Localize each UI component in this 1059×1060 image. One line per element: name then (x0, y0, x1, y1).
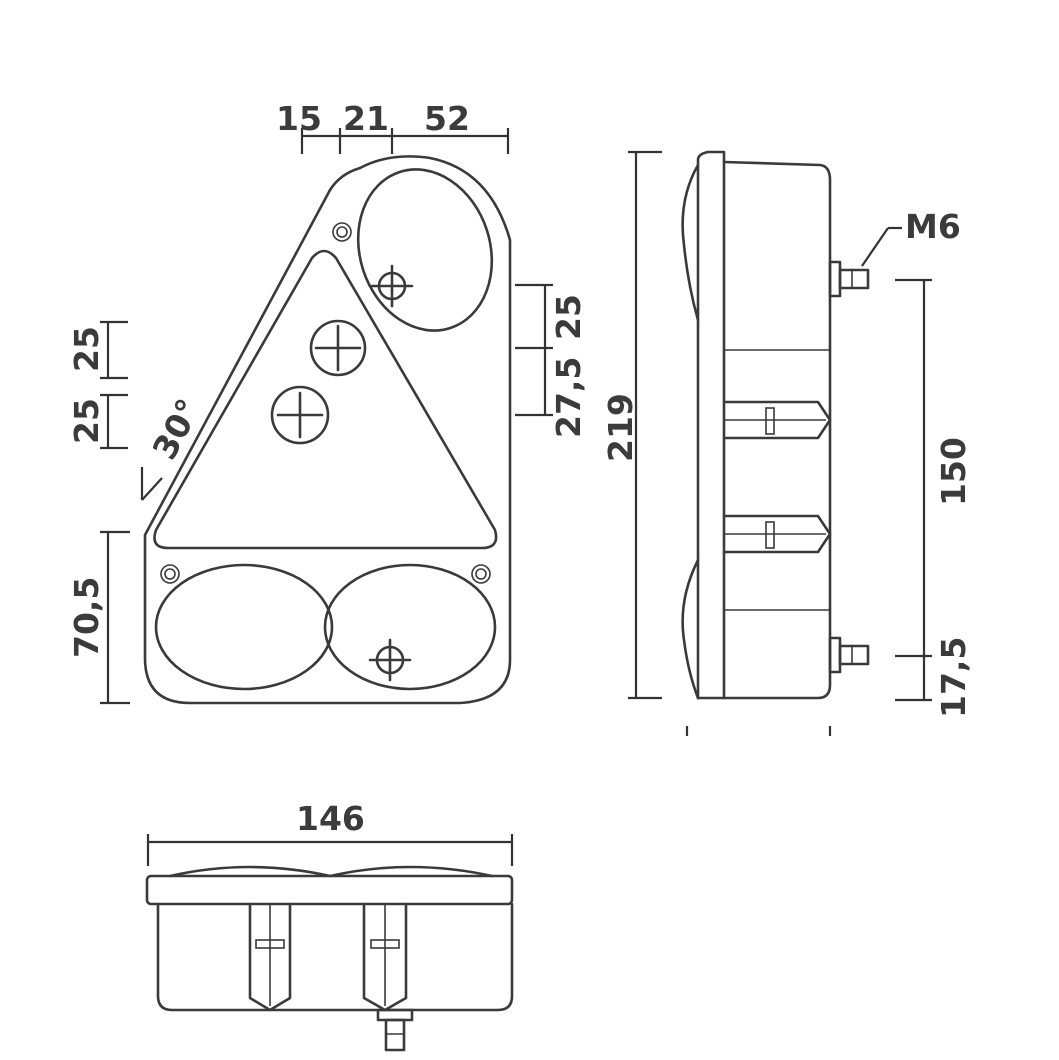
crosshair-icon (370, 264, 414, 308)
side-connector-upper (722, 400, 832, 440)
bottom-connector-right (362, 902, 408, 1012)
side-housing-body (722, 160, 832, 700)
top-dimension-chain (300, 128, 510, 154)
dim-label-150: 150 (934, 437, 973, 506)
crosshair-icon (368, 638, 412, 682)
left-dimension-chain (100, 320, 163, 705)
upper-lens-dome (681, 163, 700, 322)
crosshair-icon (309, 319, 367, 377)
side-connector-lower (722, 514, 832, 554)
crosshair-icon (270, 385, 330, 445)
bolt-lower (828, 636, 870, 674)
dim-label-m6: M6 (905, 207, 961, 246)
dim-label-25-right: 25 (549, 294, 588, 340)
dim-label-52: 52 (424, 99, 470, 138)
dim-label-25-lower: 25 (67, 398, 106, 444)
side-view: M6 219 150 17,5 (601, 150, 973, 736)
m6-leader (861, 227, 889, 267)
screw-icon (332, 222, 352, 242)
side-flange (696, 150, 726, 700)
upper-lamp-lens (356, 168, 494, 332)
screw-icon (160, 564, 180, 584)
dim-label-219: 219 (601, 393, 640, 462)
right-dimension-chain (515, 283, 553, 417)
lower-lens-dome (681, 558, 700, 700)
dim-label-27-5: 27,5 (549, 357, 588, 438)
front-housing-outline (143, 155, 512, 705)
bolt-upper (828, 260, 870, 298)
dim-label-17-5: 17,5 (934, 637, 973, 718)
bottom-view: 146 (145, 799, 514, 1052)
bottom-bolt (376, 1008, 414, 1052)
bolt-dimension-chain (895, 278, 932, 702)
front-view: 15 21 52 25 25 30° 70,5 25 (67, 99, 588, 705)
dim-label-70-5: 70,5 (67, 577, 106, 658)
dim-label-21: 21 (343, 99, 389, 138)
dim-label-25-upper: 25 (67, 326, 106, 372)
reflector-triangle (153, 249, 498, 550)
bottom-flange (145, 874, 514, 906)
dim-label-15: 15 (276, 99, 322, 138)
height-dimension (628, 150, 662, 700)
width-dimension (146, 834, 514, 866)
lower-right-lamp-lens (323, 563, 497, 691)
screw-icon (471, 564, 491, 584)
bottom-lens-humps (168, 865, 494, 878)
bottom-connector-left (248, 902, 292, 1012)
dim-label-146: 146 (296, 799, 365, 838)
bottom-housing-body (156, 902, 514, 1012)
lower-left-lamp-lens (154, 563, 334, 691)
